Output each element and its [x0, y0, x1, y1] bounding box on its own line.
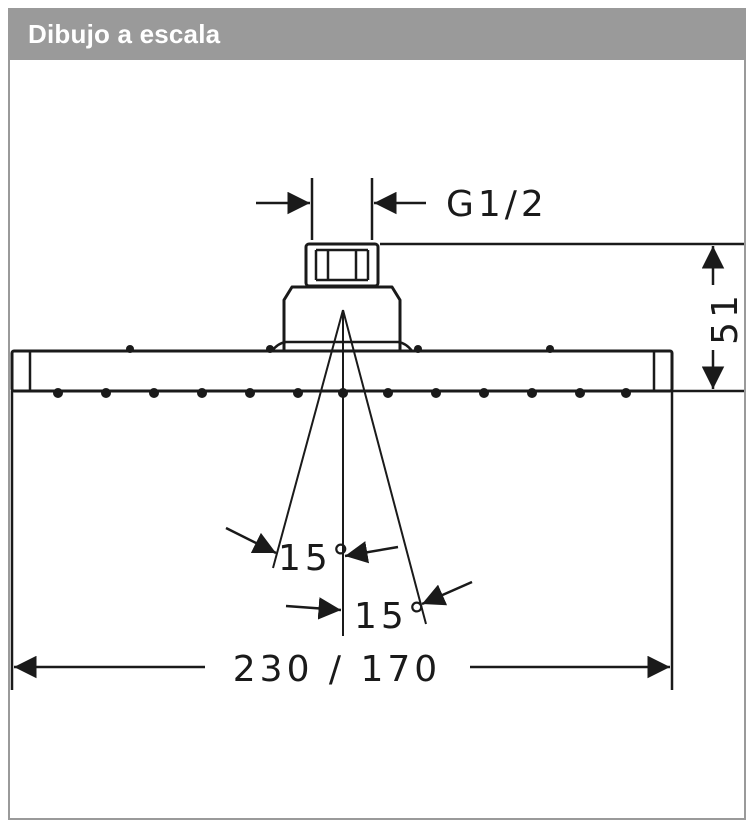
- panel-title: Dibujo a escala: [28, 19, 221, 49]
- height-label: 51: [705, 291, 746, 345]
- drawing-panel: Dibujo a escala: [8, 8, 746, 820]
- width-label: 230 / 170: [233, 649, 441, 690]
- angle-left-label: 15°: [278, 538, 354, 579]
- panel-header: Dibujo a escala: [10, 10, 744, 60]
- angle-right-label: 15°: [354, 596, 430, 637]
- height-dimension: [380, 242, 744, 393]
- width-dimension: [10, 391, 674, 690]
- spray-angle-lines: [272, 309, 427, 636]
- spray-nozzles: [53, 345, 631, 398]
- thread-connector: [304, 242, 380, 288]
- thread-label: G1/2: [446, 184, 548, 225]
- angle-arrows: [225, 526, 473, 620]
- thread-dimension: [256, 178, 426, 240]
